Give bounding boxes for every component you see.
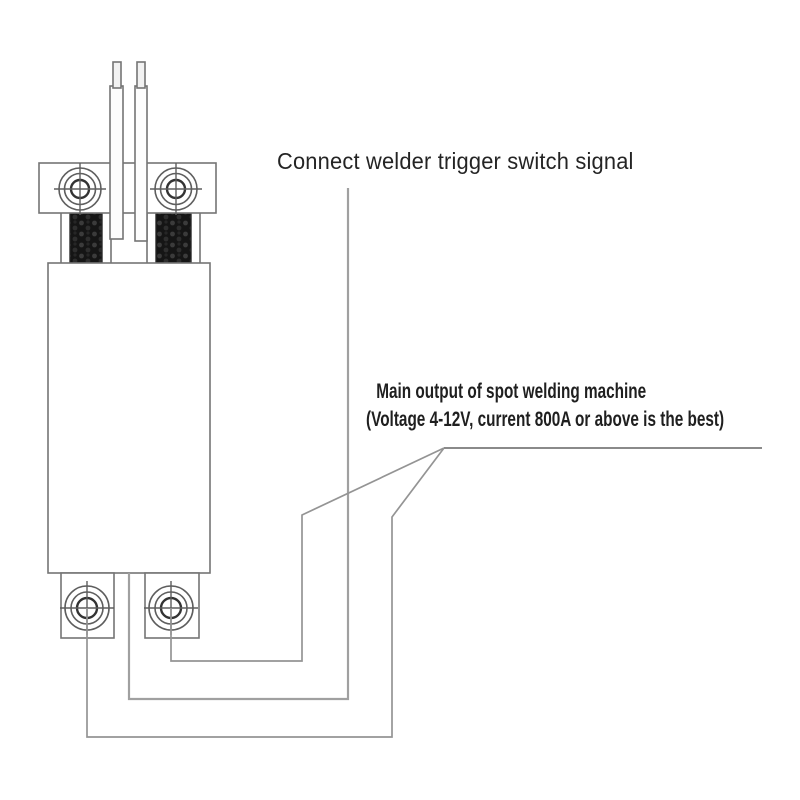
wire-trigger-signal [127, 188, 350, 701]
main-output-label-line1: Main output of spot welding machine [376, 380, 647, 403]
wire-output-left-terminal [86, 447, 445, 738]
coil-spring-right [155, 210, 192, 265]
top-screw-left [54, 163, 106, 215]
coil-spring-left [69, 210, 103, 265]
welding-pen-device [38, 61, 217, 639]
pen-body [47, 262, 211, 574]
electrode-needle-left [109, 61, 124, 240]
trigger-signal-label: Connect welder trigger switch signal [277, 148, 634, 174]
main-output-label: Main output of spot welding machine (Vol… [366, 378, 724, 434]
top-screw-right [150, 163, 202, 215]
wire-output-right-terminal [170, 447, 445, 662]
wiring-lines [86, 188, 762, 738]
electrode-needle-right [134, 61, 148, 242]
bottom-terminal-block-right [144, 572, 200, 639]
main-output-label-line2: (Voltage 4-12V, current 800A or above is… [366, 408, 725, 431]
